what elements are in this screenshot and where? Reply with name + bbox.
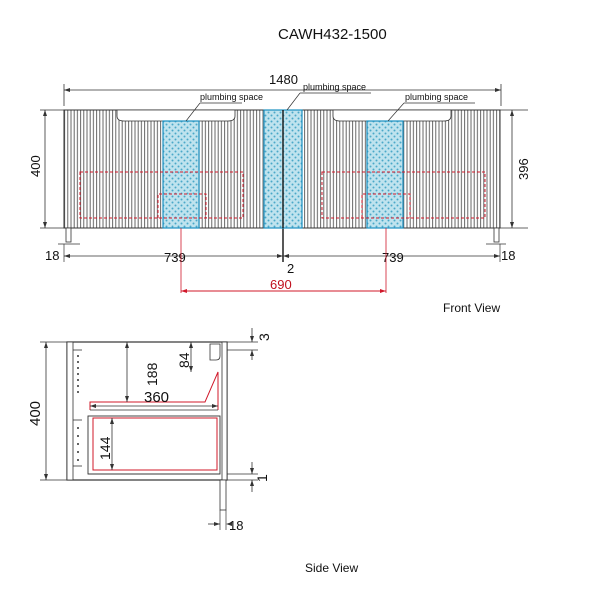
side-leg-label: 18 bbox=[229, 518, 243, 533]
side-height-dimension: 400 bbox=[27, 341, 67, 481]
front-view-label: Front View bbox=[443, 301, 500, 315]
upper-depth-label: 188 bbox=[144, 362, 160, 386]
height-left-label: 400 bbox=[28, 155, 43, 177]
overall-width-label: 1480 bbox=[269, 72, 298, 87]
drawer-gap-dimension: 84 bbox=[176, 342, 193, 372]
side-height-label: 400 bbox=[27, 401, 44, 426]
lower-drawer-outline bbox=[92, 417, 218, 471]
plumbing-callouts: plumbing space plumbing space plumbing s… bbox=[185, 82, 475, 122]
gap-label: 2 bbox=[287, 261, 294, 276]
bottom-offset-dimension: 1 bbox=[227, 462, 270, 492]
leg-left-label: 18 bbox=[45, 248, 59, 263]
drawer-outline-left bbox=[79, 171, 244, 219]
leg-right bbox=[493, 227, 500, 243]
pipe-spacing-dimension: 690 bbox=[180, 228, 387, 293]
side-cabinet-outline bbox=[66, 341, 228, 481]
plumbing-label-right: plumbing space bbox=[405, 92, 468, 102]
side-leg bbox=[219, 479, 227, 511]
top-offset-label: 3 bbox=[256, 333, 272, 341]
upper-drawer-outline bbox=[89, 371, 219, 410]
side-view-label: Side View bbox=[305, 561, 358, 575]
plumbing-label-center: plumbing space bbox=[303, 82, 366, 92]
side-back-panel bbox=[66, 341, 74, 481]
hinge-dots-upper bbox=[77, 355, 79, 393]
drawer-gap-label: 84 bbox=[176, 352, 192, 368]
bottom-offset-label: 1 bbox=[254, 474, 270, 482]
leg-left bbox=[65, 227, 72, 243]
basin-notch bbox=[209, 343, 221, 361]
inner-width-label: 360 bbox=[144, 389, 169, 406]
plumbing-label-left: plumbing space bbox=[200, 92, 263, 102]
height-dimension-left: 400 bbox=[28, 109, 64, 229]
overall-width-dimension: 1480 bbox=[63, 72, 502, 106]
segment-left-label: 739 bbox=[164, 250, 186, 265]
bottom-dimensions: 18 18 739 739 2 bbox=[45, 243, 515, 276]
upper-depth-dimension: 188 bbox=[125, 342, 160, 402]
basin-cutout-right bbox=[332, 109, 452, 122]
side-leg-dimension: 18 bbox=[208, 510, 243, 533]
height-dimension-right: 396 bbox=[500, 109, 531, 229]
basin-cutout-left bbox=[116, 109, 236, 122]
front-view: 1480 plumbing space plumb bbox=[28, 72, 531, 315]
height-right-label: 396 bbox=[516, 158, 531, 180]
plumbing-space-right bbox=[366, 120, 404, 229]
lower-depth-label: 144 bbox=[97, 436, 113, 460]
side-front-panel bbox=[221, 341, 228, 481]
top-offset-dimension: 3 bbox=[227, 328, 272, 360]
plumbing-space-left bbox=[162, 120, 200, 229]
model-title: CAWH432-1500 bbox=[278, 26, 387, 43]
lower-depth-dimension: 144 bbox=[97, 418, 114, 470]
pipe-spacing-label: 690 bbox=[270, 277, 292, 292]
leg-right-label: 18 bbox=[501, 248, 515, 263]
inner-width-dimension: 360 bbox=[90, 389, 218, 408]
hinge-dots-lower bbox=[77, 427, 79, 461]
side-view: 400 188 84 360 144 bbox=[27, 328, 358, 575]
drawer-outline-right bbox=[321, 171, 486, 219]
segment-right-label: 739 bbox=[382, 250, 404, 265]
